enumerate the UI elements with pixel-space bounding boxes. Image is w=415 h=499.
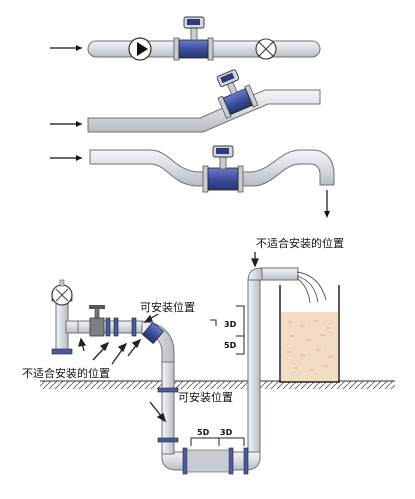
flowmeter-row1 <box>173 16 214 61</box>
valve-icon <box>255 38 277 60</box>
riser-dimension-marks <box>210 305 245 355</box>
label-unsuitable-left: 不适合安装的位置 <box>22 366 110 380</box>
water-tank <box>279 285 340 383</box>
dim-bottom-3d: 3D <box>220 428 233 437</box>
pump-icon <box>128 37 152 61</box>
dim-top-3d: 3D <box>224 320 237 329</box>
elbow-meter-icon <box>142 321 164 345</box>
ground-line <box>40 380 395 389</box>
label-unsuitable-top: 不适合安装的位置 <box>256 236 344 250</box>
flowmeter-row3 <box>202 145 244 193</box>
gate-valve-icon <box>89 305 105 337</box>
inlet-fitting-icon <box>51 279 73 306</box>
label-suitable-lower: 可安装位置 <box>178 390 233 404</box>
flowmeter-lowpoint <box>186 449 230 473</box>
row2-inclined-pipe <box>50 69 321 133</box>
dim-bottom-5d: 5D <box>197 428 210 437</box>
row1-straight-pipe <box>50 16 321 61</box>
dim-top-5d: 5D <box>224 341 237 350</box>
bottom-dimension-marks <box>190 437 245 446</box>
pipe-flanges <box>51 296 249 475</box>
row3-curved-pipe <box>50 145 335 218</box>
flowmeter-row2 <box>216 69 259 119</box>
leader-lines <box>78 252 259 423</box>
discharge-stream <box>296 271 327 304</box>
label-suitable-upper: 可安装位置 <box>140 300 195 314</box>
